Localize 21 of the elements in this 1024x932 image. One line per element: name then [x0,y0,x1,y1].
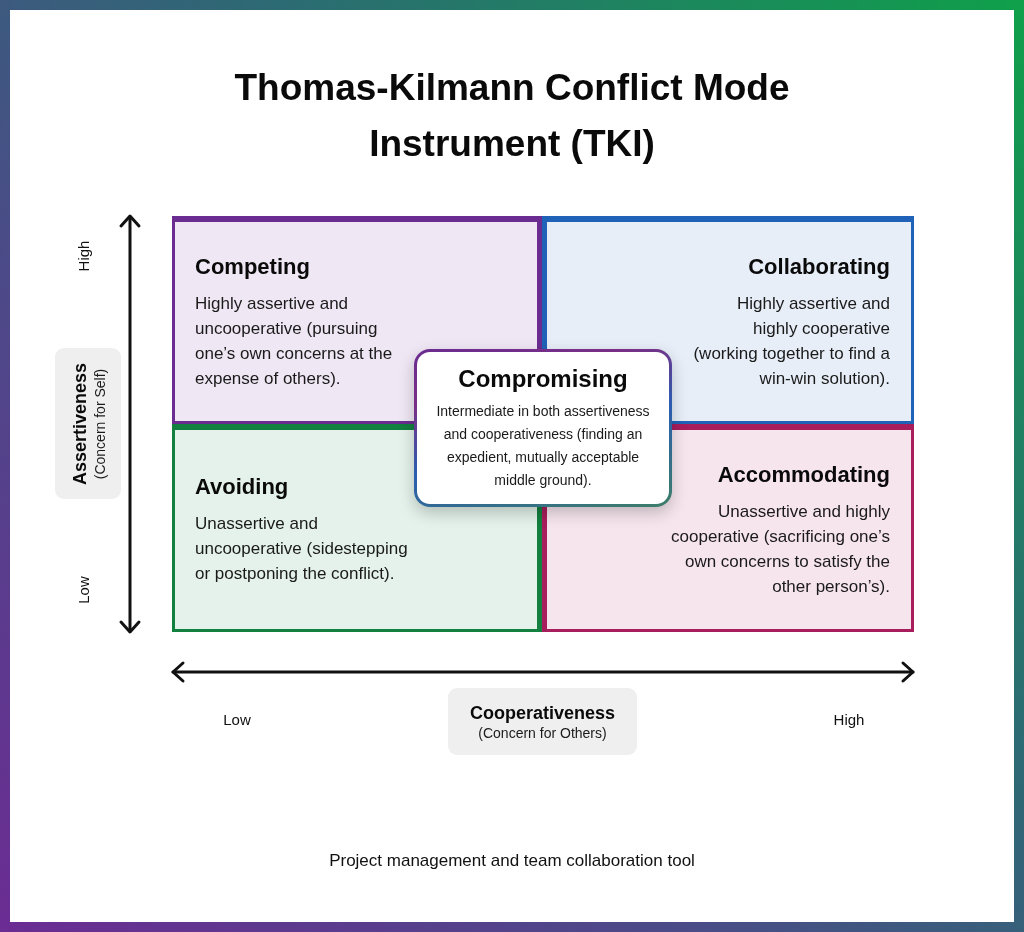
axis-end-label: High [833,711,865,729]
mode-name: Collaborating [748,252,890,281]
axis-title: Cooperativeness [469,701,616,724]
diagram-title: Thomas-Kilmann Conflict Mode Instrument (TKI) [233,66,791,166]
axis-subtitle: (Concern for Others) [478,723,607,742]
mode-description: Unassertive and highly cooperative (sacrificing one’s own concerns to satisfy the other person’s). [670,500,890,598]
mode-name: Compromising [458,364,628,394]
axis-subtitle: (Concern for Self) [90,368,108,479]
axis-title: Assertiveness [68,362,90,485]
mode-description: Intermediate in both assertiveness and cooperativeness (finding an expedient, mutually acceptable middle ground). [435,402,651,490]
axis-end-label: High [75,240,93,272]
mode-description: Highly assertive and uncooperative (pursuing one’s own concerns at the expense of others). [195,292,394,390]
axis-end-label: Low [223,711,251,729]
mode-description: Unassertive and uncooperative (sidestepping or postponing the conflict). [195,513,409,585]
tagline: Project management and team collaboration tool [329,852,695,870]
mode-description: Highly assertive and highly cooperative (working together to find a win-win solution). [692,292,890,390]
axis-end-label: Low [75,576,93,604]
mode-card [414,349,672,507]
mode-name: Accommodating [717,460,890,489]
mode-name: Avoiding [195,473,289,501]
mode-name: Competing [195,252,310,281]
